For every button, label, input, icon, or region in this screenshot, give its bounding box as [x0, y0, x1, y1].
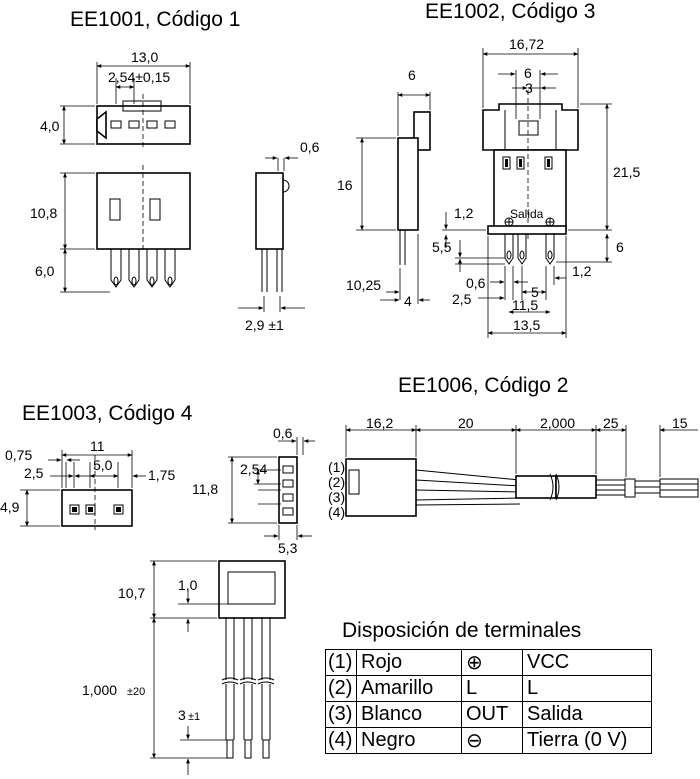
ee1002-six-right-label: 6	[616, 239, 624, 255]
terminal-number: (3)	[325, 701, 357, 728]
bottom-sensor-view	[150, 560, 286, 775]
ee1001-depth-label: 4,0	[40, 118, 60, 134]
terminal-table: (1) Rojo ⊕ VCC (2) Amarillo L L (3) Blan…	[325, 649, 652, 754]
ee1002-front-view	[442, 48, 612, 338]
ee1002-zero-six-label: 0,6	[466, 275, 486, 291]
terminal-number: (1)	[325, 649, 357, 676]
ee1003-four-nine-label: 4,9	[0, 499, 20, 515]
ee1006-pin3-label: (3)	[328, 489, 345, 505]
heading-ee1002: EE1002, Código 3	[425, 0, 595, 23]
sensor-three-label: 3	[178, 707, 186, 723]
heading-ee1003: EE1003, Código 4	[22, 402, 193, 425]
terminal-table-title: Disposición de terminales	[342, 619, 582, 642]
sensor-ten-seven-label: 10,7	[118, 585, 145, 601]
ee1006-sixteen-two-label: 16,2	[366, 415, 393, 431]
terminal-color: Rojo	[356, 649, 462, 676]
ee1003-eleven-label: 11	[90, 438, 105, 454]
ee1006-five-three-label: 5,3	[278, 540, 298, 556]
ee1002-eleven-five-label: 11,5	[512, 297, 538, 313]
ee1002-two-five-label: 2,5	[452, 291, 472, 307]
ee1002-five-five-label: 5,5	[432, 239, 452, 255]
table-row: (1) Rojo ⊕ VCC	[325, 649, 652, 676]
terminal-number: (4)	[325, 727, 357, 754]
ee1001-width-label: 13,0	[131, 49, 158, 65]
ee1006-twenty-five-label: 25	[603, 415, 619, 431]
terminal-color: Amarillo	[356, 675, 462, 702]
ee1002-five-label: 5	[531, 284, 539, 300]
sensor-one-zero-label: 1,0	[178, 577, 198, 593]
table-row: (2) Amarillo L L	[325, 675, 652, 702]
terminal-symbol: OUT	[461, 701, 523, 728]
ee1002-salida-label: Salida	[510, 207, 544, 221]
ee1002-ten25-label: 10,25	[346, 277, 381, 293]
ee1006-pin2-label: (2)	[328, 474, 345, 490]
ee1003-zero75-label: 0,75	[5, 447, 32, 463]
ee1006-pin4-label: (4)	[328, 504, 345, 520]
ee1002-height-label: 16	[337, 177, 353, 193]
ee1001-top-view	[60, 62, 191, 148]
table-row: (3) Blanco OUT Salida	[325, 701, 652, 728]
terminal-symbol: ⊕	[461, 649, 523, 676]
ee1006-zero-six-label: 0,6	[273, 425, 293, 441]
ee1003-two-five-label: 2,5	[24, 465, 44, 481]
ee1002-thirteen-five-label: 13,5	[513, 317, 540, 333]
terminal-symbol: L	[461, 675, 523, 702]
terminal-color: Blanco	[356, 701, 462, 728]
ee1001-body-height-label: 10,8	[30, 205, 57, 221]
ee1003-one75-label: 1,75	[148, 467, 175, 483]
terminal-signal: VCC	[522, 649, 652, 676]
ee1006-two-thousand-label: 2,000	[540, 415, 575, 431]
sensor-tol20-label: ±20	[127, 686, 145, 698]
terminal-number: (2)	[325, 675, 357, 702]
ee1002-one-two-right-label: 1,2	[572, 263, 592, 279]
ee1002-side-view	[356, 92, 431, 304]
heading-ee1001: EE1001, Código 1	[70, 8, 240, 31]
ee1006-connector-view	[228, 437, 315, 540]
ee1002-four-label: 4	[404, 293, 412, 309]
ee1001-side-pitch-label: 2,9 ±1	[245, 317, 284, 333]
ee1001-pin-length-label: 6,0	[35, 263, 55, 279]
terminal-signal: Salida	[522, 701, 652, 728]
ee1002-one-two-left-label: 1,2	[454, 205, 474, 221]
terminal-signal: L	[522, 675, 652, 702]
ee1001-side-view	[238, 156, 305, 312]
ee1003-five-zero-label: 5,0	[93, 457, 113, 473]
ee1006-eleven-eight-label: 11,8	[192, 481, 218, 497]
ee1002-six-top-label: 6	[524, 65, 532, 81]
sensor-tol1-label: ±1	[188, 711, 200, 723]
ee1002-three-label: 3	[525, 80, 533, 96]
ee1001-front-view	[60, 165, 191, 293]
ee1006-fifteen-label: 15	[672, 415, 688, 431]
table-row: (4) Negro ⊖ Tierra (0 V)	[325, 727, 652, 754]
ee1002-side-six-label: 6	[408, 67, 416, 83]
ee1001-side-gap-label: 0,6	[300, 139, 320, 155]
ee1001-pitch-label: 2,54±0,15	[108, 69, 170, 85]
terminal-signal: Tierra (0 V)	[522, 727, 652, 754]
ee1006-two54-label: 2,54	[240, 461, 267, 477]
terminal-color: Negro	[356, 727, 462, 754]
sensor-thousand-label: 1,000	[82, 682, 117, 698]
terminal-symbol: ⊖	[461, 727, 523, 754]
ee1002-width-label: 16,72	[509, 36, 544, 52]
ee1006-pin1-label: (1)	[328, 459, 345, 475]
ee1006-twenty-label: 20	[458, 415, 474, 431]
ee1003-top-view	[20, 450, 146, 530]
ee1002-total-height-label: 21,5	[613, 164, 640, 180]
ee1006-cable-view	[345, 425, 699, 517]
heading-ee1006: EE1006, Código 2	[398, 374, 568, 397]
